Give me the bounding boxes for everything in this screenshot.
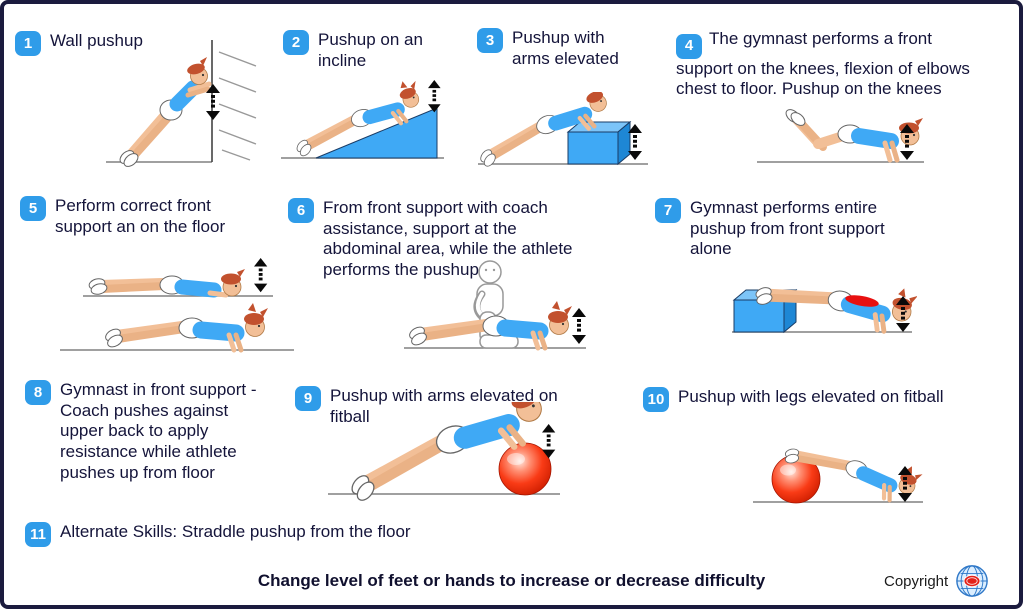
copyright: Copyright	[884, 564, 989, 598]
coach-assisted-pushup-illustration	[392, 260, 586, 356]
arms-on-fitball-illustration	[328, 402, 568, 502]
updown-arrow-icon	[254, 258, 268, 293]
back-pad	[845, 295, 879, 307]
exercise-box	[567, 121, 631, 165]
knee-pushup-illustration	[757, 104, 930, 168]
front-support-floor-illustration	[60, 258, 294, 356]
step-2: 2 Pushup on an incline	[283, 30, 446, 71]
step-4-number-badge: 4	[676, 33, 702, 59]
footer-note: Change level of feet or hands to increas…	[257, 571, 766, 590]
step-11-label: Alternate Skills: Straddle pushup from t…	[60, 522, 411, 541]
step-6: 6 From front support with coach assistan…	[288, 198, 591, 281]
globe-logo-icon	[956, 565, 989, 597]
gymnast-figure	[118, 57, 209, 168]
feet-elevated-box-illustration	[732, 256, 917, 340]
step-10-number-badge: 10	[643, 387, 669, 412]
step-5-number-badge: 5	[20, 196, 46, 221]
step-2-number-badge: 2	[283, 30, 309, 55]
step-6-number-badge: 6	[288, 198, 314, 223]
arms-elevated-box-illustration	[476, 92, 648, 170]
step-10: 10 Pushup with legs elevated on fitball	[643, 387, 998, 412]
gymnast-figure-plank	[104, 303, 268, 350]
step-1-label: Wall pushup	[50, 31, 143, 50]
step-2-label: Pushup on an incline	[318, 30, 423, 70]
step-8-label: Gymnast in front support - Coach pushes …	[60, 380, 257, 482]
step-1: 1 Wall pushup	[15, 31, 210, 56]
step-3-number-badge: 3	[477, 28, 503, 53]
step-1-number-badge: 1	[15, 31, 41, 56]
step-7-label: Gymnast performs entire pushup from fron…	[690, 198, 885, 259]
step-8-number-badge: 8	[25, 380, 51, 405]
step-5-label: Perform correct front support an on the …	[55, 196, 226, 236]
step-11: 11 Alternate Skills: Straddle pushup fro…	[25, 522, 520, 547]
step-5: 5 Perform correct front support an on th…	[20, 196, 237, 237]
step-10-label: Pushup with legs elevated on fitball	[678, 387, 944, 406]
step-7: 7 Gymnast performs entire pushup from fr…	[655, 198, 902, 260]
incline-pushup-illustration	[276, 76, 444, 164]
fitball-highlight	[507, 453, 525, 465]
step-3-label: Pushup with arms elevated	[512, 28, 619, 68]
step-9-number-badge: 9	[295, 386, 321, 411]
step-9-label: Pushup with arms elevated on fitball	[330, 386, 558, 426]
legs-on-fitball-illustration	[753, 420, 928, 510]
step-11-number-badge: 11	[25, 522, 51, 547]
step-3: 3 Pushup with arms elevated	[477, 28, 642, 69]
updown-arrow-icon	[572, 308, 586, 344]
step-9: 9 Pushup with arms elevated on fitball	[295, 386, 585, 427]
fitball-highlight	[780, 464, 796, 476]
copyright-label: Copyright	[884, 572, 949, 590]
wall-pushup-illustration	[106, 40, 257, 168]
step-6-label: From front support with coach assistance…	[323, 198, 573, 280]
gymnast-figure-low	[88, 269, 245, 296]
step-8: 8 Gymnast in front support - Coach pushe…	[25, 380, 272, 484]
wall-hatching	[218, 51, 257, 161]
step-4-label: The gymnast performs a front support on …	[676, 29, 970, 99]
step-7-number-badge: 7	[655, 198, 681, 223]
updown-arrow-icon	[428, 80, 441, 113]
